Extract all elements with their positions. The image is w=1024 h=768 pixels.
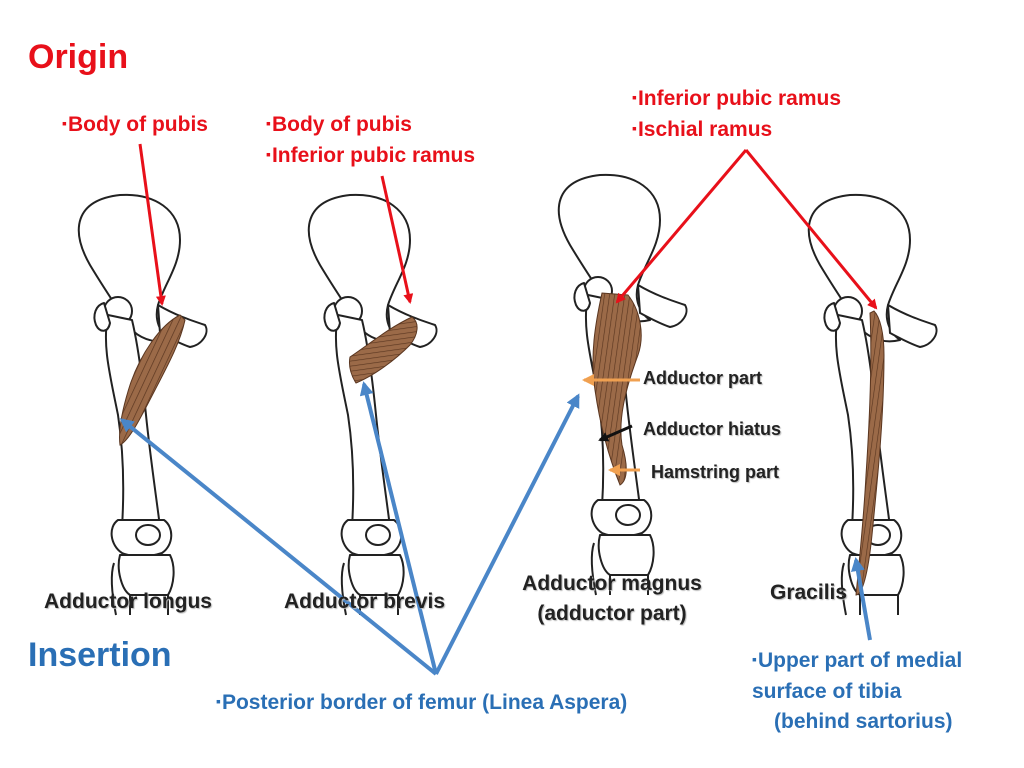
origin-label-brevis: Body of pubis Inferior pubic ramus	[266, 110, 475, 172]
muscle-name-brevis: Adductor brevis	[284, 590, 446, 613]
insertion-arrow-magnus	[434, 393, 580, 675]
origin-label-magnus-gracilis: Inferior pubic ramus Ischial ramus	[632, 84, 841, 146]
adductor-part-label: Adductor part	[643, 368, 762, 388]
insertion-tibia-line3: (behind sartorius)	[774, 710, 953, 733]
origin-label-longus: Body of pubis	[62, 110, 208, 141]
origin-brevis-2: Inferior pubic ramus	[266, 141, 475, 172]
muscle-name-longus: Adductor longus	[44, 590, 212, 613]
muscle-name-magnus: Adductor magnus (adductor part)	[520, 569, 704, 629]
origin-arrow-brevis	[380, 175, 414, 304]
insertion-heading: Insertion	[28, 636, 172, 674]
insertion-label-tibia: Upper part of medial surface of tibia (b…	[752, 646, 962, 737]
adductor-hiatus-arrow	[598, 424, 633, 442]
insertion-label-femur: Posterior border of femur (Linea Aspera)	[216, 688, 627, 719]
insertion-arrow-gracilis	[851, 557, 872, 641]
insertion-femur-text: Posterior border of femur (Linea Aspera)	[216, 691, 627, 714]
insertion-arrow-longus	[119, 418, 438, 676]
origin-longus-1: Body of pubis	[62, 113, 208, 136]
muscle-name-magnus-line1: Adductor magnus	[522, 572, 702, 595]
origin-magnus-1: Inferior pubic ramus	[632, 84, 841, 115]
origin-heading: Origin	[28, 38, 129, 76]
origin-magnus-2: Ischial ramus	[632, 115, 841, 146]
adductor-hiatus-label: Adductor hiatus	[643, 419, 781, 439]
muscle-name-gracilis: Gracilis	[770, 581, 848, 604]
origin-arrow-gracilis	[744, 149, 878, 310]
origin-arrow-longus	[138, 143, 166, 306]
insertion-arrow-brevis	[359, 381, 438, 675]
hamstring-part-label: Hamstring part	[651, 462, 780, 482]
insertion-tibia-line2: surface of tibia	[752, 680, 902, 703]
origin-arrow-magnus	[615, 149, 748, 304]
origin-brevis-1: Body of pubis	[266, 110, 475, 141]
insertion-tibia-line1: Upper part of medial	[752, 646, 962, 677]
muscle-name-magnus-line2: (adductor part)	[537, 602, 687, 625]
